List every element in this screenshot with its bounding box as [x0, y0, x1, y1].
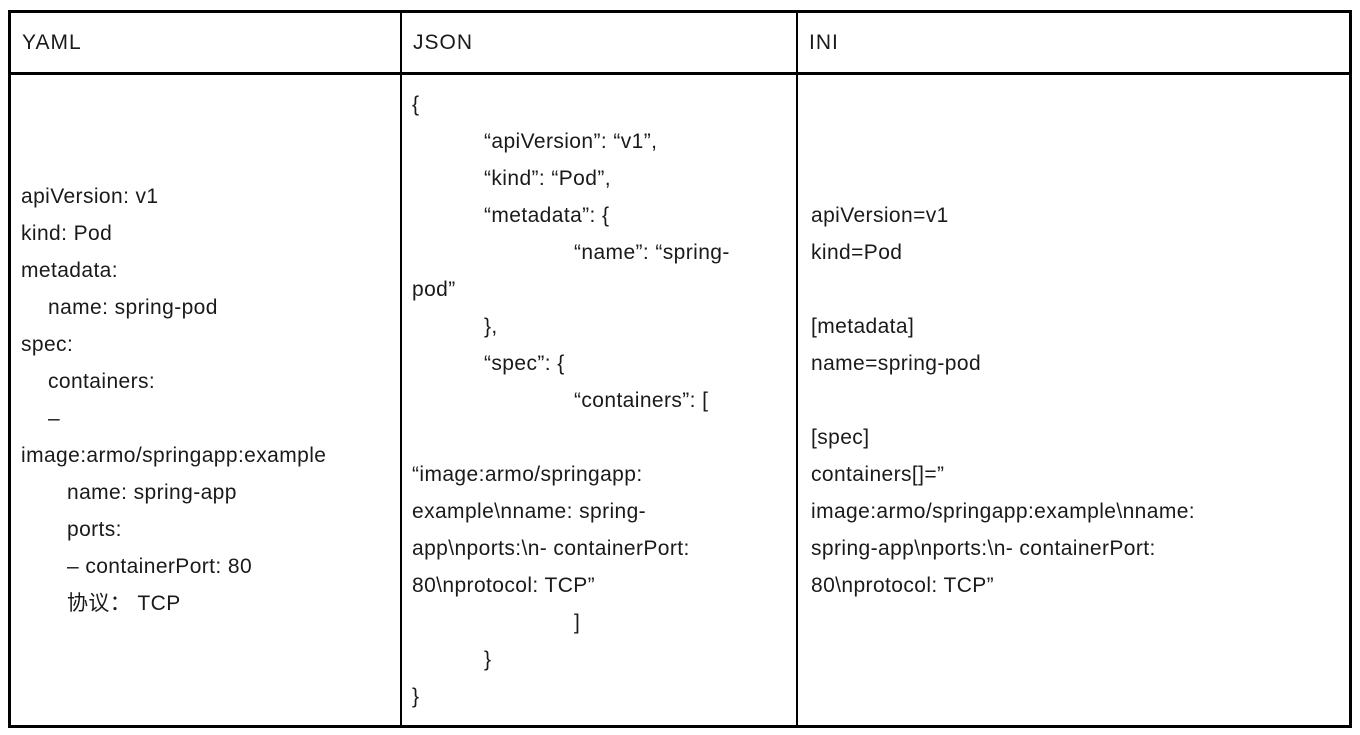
code-line: name=spring-pod: [811, 351, 982, 375]
column-header-yaml: YAML: [11, 13, 402, 72]
code-line: example\nname: spring-: [412, 499, 647, 523]
code-line: containers:: [48, 370, 156, 393]
code-line: “containers”: [: [574, 388, 709, 412]
code-line: image:armo/springapp:example\nname:: [811, 499, 1196, 523]
code-line: “apiVersion”: “v1”,: [484, 129, 658, 153]
code-line: name: spring-pod: [48, 296, 218, 319]
code-line: spec:: [21, 333, 74, 356]
code-line: containers[]=”: [811, 462, 945, 486]
code-line: kind=Pod: [811, 240, 903, 264]
table-body-row: apiVersion: v1 kind: Pod metadata: name:…: [11, 75, 1349, 725]
code-line: “image:armo/springapp:: [412, 462, 643, 486]
code-line: {: [412, 92, 420, 116]
code-line: },: [484, 314, 498, 338]
column-header-json: JSON: [402, 13, 798, 72]
code-line: spring-app\nports:\n- containerPort:: [811, 536, 1156, 560]
code-line: “kind”: “Pod”,: [484, 166, 611, 190]
code-line: – containerPort: 80: [67, 555, 253, 578]
column-header-ini: INI: [809, 30, 839, 54]
code-line: 协议： TCP: [67, 592, 181, 615]
json-cell: { “apiVersion”: “v1”, “kind”: “Pod”, “me…: [402, 75, 798, 725]
code-line: [811, 382, 1349, 419]
code-line: kind: Pod: [21, 222, 113, 245]
code-line: app\nports:\n- containerPort:: [412, 536, 690, 560]
code-line: [811, 271, 1349, 308]
code-line: }: [484, 647, 492, 671]
code-line: “metadata”: {: [484, 203, 610, 227]
code-line: “spec”: {: [484, 351, 565, 375]
code-line: 80\nprotocol: TCP”: [412, 573, 596, 597]
code-line: “name”: “spring-: [574, 240, 730, 264]
table-header-row: YAML JSON INI: [11, 13, 1349, 75]
code-line: name: spring-app: [67, 481, 237, 504]
code-line: [spec]: [811, 425, 870, 449]
code-line: metadata:: [21, 259, 118, 282]
code-line: pod”: [412, 277, 456, 301]
code-line: –: [48, 407, 61, 430]
code-line: }: [412, 684, 420, 708]
code-line: ]: [574, 610, 581, 634]
ini-cell: apiVersion=v1 kind=Pod [metadata] name=s…: [798, 75, 1349, 725]
code-line: 80\nprotocol: TCP”: [811, 573, 995, 597]
code-line: [metadata]: [811, 314, 915, 338]
code-line: apiVersion=v1: [811, 203, 949, 227]
code-line: [412, 419, 796, 456]
format-comparison-table: YAML JSON INI apiVersion: v1 kind: Pod m…: [8, 10, 1352, 728]
code-line: apiVersion: v1: [21, 185, 159, 208]
code-line: image:armo/springapp:example: [21, 444, 327, 467]
yaml-cell: apiVersion: v1 kind: Pod metadata: name:…: [11, 75, 402, 725]
code-line: ports:: [67, 518, 122, 541]
